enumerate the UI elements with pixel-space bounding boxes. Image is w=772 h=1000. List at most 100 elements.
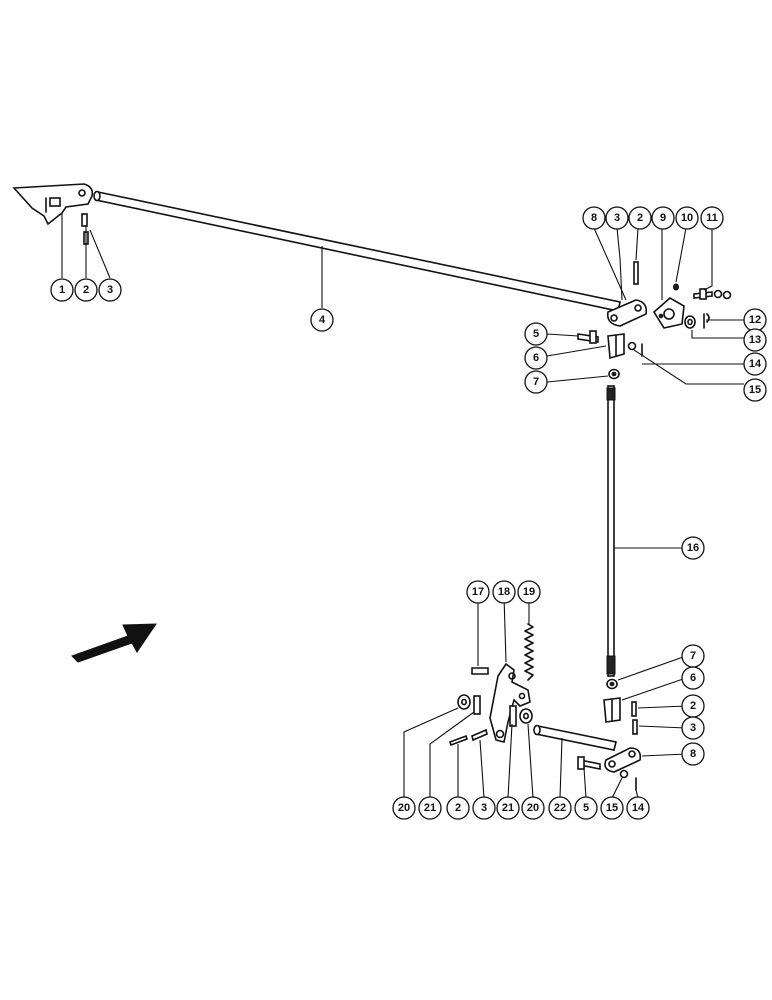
callout-5: 5 xyxy=(574,796,598,820)
bell-crank-18 xyxy=(489,662,531,743)
callout-11: 11 xyxy=(700,206,724,230)
svg-text:5: 5 xyxy=(583,802,589,814)
svg-text:1: 1 xyxy=(59,284,65,296)
svg-text:15: 15 xyxy=(749,384,761,396)
pin-2-lower-right xyxy=(631,701,637,717)
svg-text:3: 3 xyxy=(614,212,620,224)
callout-14: 14 xyxy=(626,796,650,820)
callout-1: 1 xyxy=(50,278,74,302)
callout-2: 2 xyxy=(74,278,98,302)
pin-2-lower-left xyxy=(448,734,469,747)
callout-3: 3 xyxy=(605,206,629,230)
cotter-12 xyxy=(703,313,710,329)
nut-15-upper xyxy=(627,341,637,351)
svg-text:3: 3 xyxy=(107,284,113,296)
svg-text:21: 21 xyxy=(424,802,436,814)
svg-text:7: 7 xyxy=(533,376,539,388)
callout-4: 4 xyxy=(310,308,334,332)
callout-8: 8 xyxy=(681,742,705,766)
pin-3-lower-left xyxy=(471,728,488,742)
svg-text:4: 4 xyxy=(319,314,326,326)
svg-text:8: 8 xyxy=(690,748,696,760)
callout-20: 20 xyxy=(392,796,416,820)
svg-text:2: 2 xyxy=(637,212,643,224)
bolt-5-upper xyxy=(577,330,599,344)
callout-14: 14 xyxy=(743,352,767,376)
callout-2: 2 xyxy=(628,206,652,230)
svg-text:15: 15 xyxy=(606,802,618,814)
callout-19: 19 xyxy=(517,580,541,604)
pin-10 xyxy=(673,283,679,291)
callout-3: 3 xyxy=(472,796,496,820)
bolt-5-lower xyxy=(577,756,601,770)
callout-9: 9 xyxy=(651,206,675,230)
callout-10: 10 xyxy=(675,206,699,230)
nut-7-lower xyxy=(606,678,618,690)
svg-text:6: 6 xyxy=(690,672,696,684)
callout-7: 7 xyxy=(681,644,705,668)
clevis-6-lower xyxy=(603,697,621,723)
svg-text:2: 2 xyxy=(690,700,696,712)
svg-text:19: 19 xyxy=(523,586,535,598)
pin-17 xyxy=(471,667,489,675)
spring-19 xyxy=(524,623,534,681)
callout-12: 12 xyxy=(743,308,767,332)
washer-20-right xyxy=(519,708,533,724)
svg-text:2: 2 xyxy=(83,284,89,296)
plate-9 xyxy=(652,297,685,329)
svg-text:3: 3 xyxy=(690,722,696,734)
leader-lines xyxy=(61,212,744,799)
clevis-6-upper xyxy=(607,333,625,360)
bushing-21-right xyxy=(509,705,517,727)
svg-text:12: 12 xyxy=(749,314,761,326)
cross-shaft xyxy=(93,190,621,312)
washer-13 xyxy=(684,315,696,329)
callout-6: 6 xyxy=(681,666,705,690)
bolt-11 xyxy=(693,288,732,300)
callout-6: 6 xyxy=(524,346,548,370)
svg-text:7: 7 xyxy=(690,650,696,662)
svg-text:11: 11 xyxy=(706,212,718,224)
callout-2: 2 xyxy=(446,796,470,820)
callout-18: 18 xyxy=(492,580,516,604)
pin-3-lower-right xyxy=(632,719,638,735)
callout-3: 3 xyxy=(681,716,705,740)
svg-text:13: 13 xyxy=(749,334,761,346)
washer-20-left xyxy=(457,694,471,710)
svg-text:17: 17 xyxy=(472,586,484,598)
shaft-22 xyxy=(533,724,617,751)
callout-20: 20 xyxy=(521,796,545,820)
svg-text:20: 20 xyxy=(398,802,410,814)
svg-text:6: 6 xyxy=(533,352,539,364)
svg-text:10: 10 xyxy=(681,212,693,224)
svg-text:2: 2 xyxy=(455,802,461,814)
svg-text:14: 14 xyxy=(749,358,762,370)
svg-text:9: 9 xyxy=(660,212,666,224)
svg-text:16: 16 xyxy=(687,542,699,554)
lever-8-lower xyxy=(604,747,642,773)
svg-text:3: 3 xyxy=(481,802,487,814)
pin-2-upper-right xyxy=(633,261,639,285)
pin-2-upper-left xyxy=(81,213,88,227)
svg-text:20: 20 xyxy=(527,802,539,814)
callout-17: 17 xyxy=(466,580,490,604)
callout-7: 7 xyxy=(524,370,548,394)
svg-text:22: 22 xyxy=(554,802,566,814)
direction-arrow-icon xyxy=(71,623,157,663)
callout-3: 3 xyxy=(98,278,122,302)
bushing-21-left xyxy=(473,695,481,715)
callout-15: 15 xyxy=(600,796,624,820)
nut-7-upper xyxy=(608,368,620,380)
callout-13: 13 xyxy=(743,328,767,352)
vertical-rod xyxy=(606,385,616,677)
front-arm-bracket xyxy=(12,183,94,226)
nut-15-lower xyxy=(619,769,629,779)
svg-text:21: 21 xyxy=(502,802,514,814)
callout-15: 15 xyxy=(743,378,767,402)
callout-21: 21 xyxy=(418,796,442,820)
callout-16: 16 xyxy=(681,536,705,560)
callout-21: 21 xyxy=(496,796,520,820)
svg-text:14: 14 xyxy=(632,802,645,814)
callout-2: 2 xyxy=(681,694,705,718)
